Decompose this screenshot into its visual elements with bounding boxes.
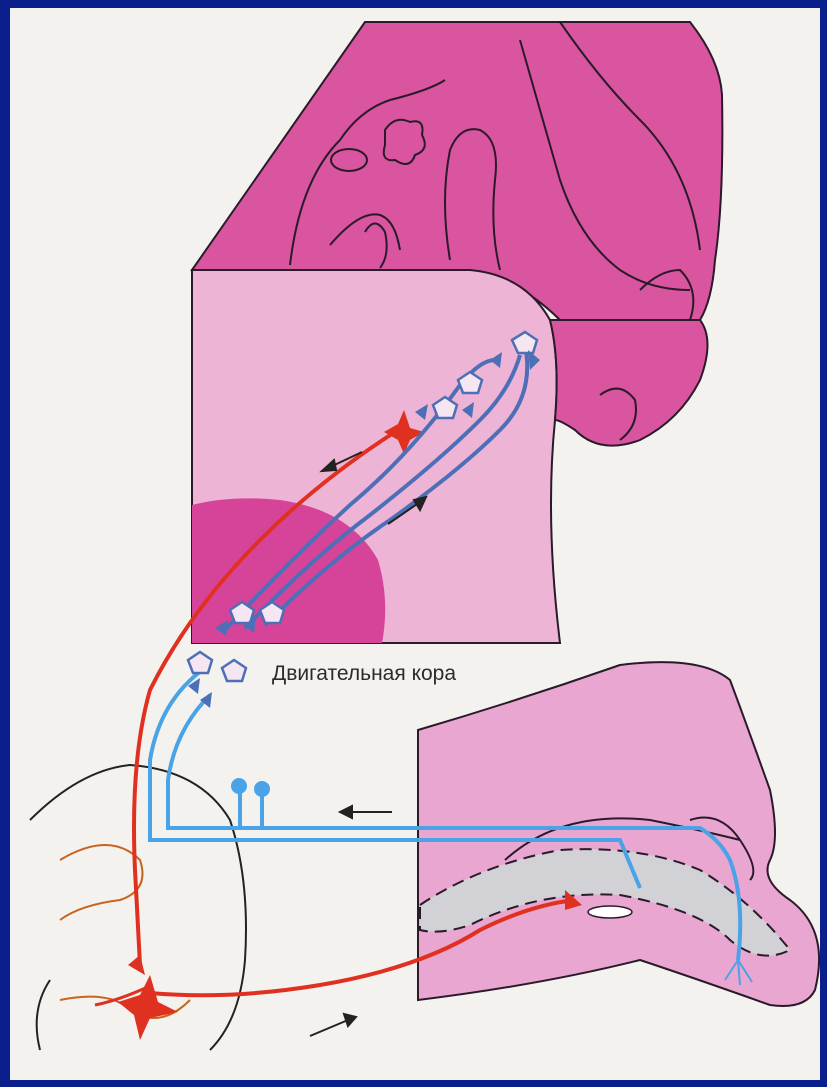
motor-neuron-spinal bbox=[118, 975, 178, 1040]
motor-cortex-label: Двигательная кора bbox=[272, 662, 456, 686]
sensorimotor-diagram bbox=[10, 8, 820, 1080]
sensory-receptor-1 bbox=[231, 778, 247, 794]
brain-side-face bbox=[550, 320, 708, 446]
sensory-receptor-2 bbox=[254, 781, 270, 797]
diagram-panel: Двигательная кора bbox=[10, 8, 820, 1080]
